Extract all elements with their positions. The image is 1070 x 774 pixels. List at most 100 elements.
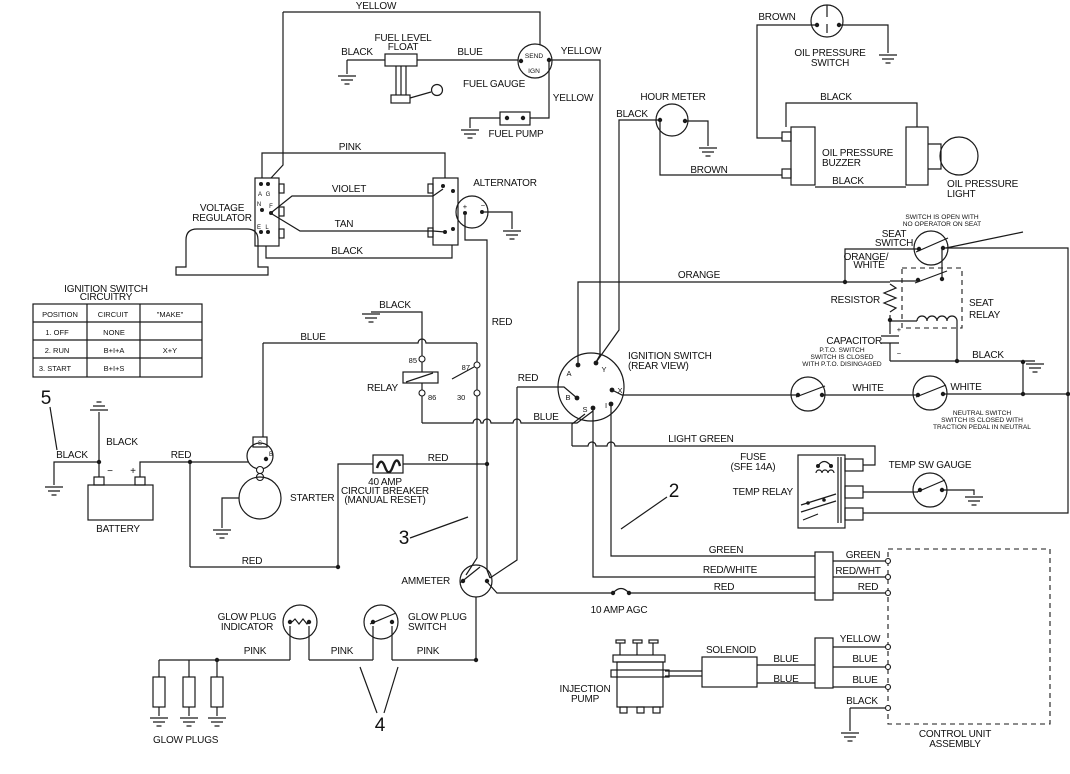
ignition-switch bbox=[557, 352, 625, 422]
label-reg-a: A bbox=[258, 192, 262, 198]
label-injection-2: PUMP bbox=[571, 694, 600, 705]
label-brown-ops: BROWN bbox=[758, 12, 795, 23]
label-ops-2: SWITCH bbox=[811, 58, 849, 69]
label-bat-minus: − bbox=[107, 466, 113, 477]
label-alternator: ALTERNATOR bbox=[473, 178, 537, 189]
oil-pressure-switch bbox=[810, 4, 844, 38]
pto-switch bbox=[790, 376, 826, 412]
label-seat-switch-2: SWITCH bbox=[875, 238, 913, 249]
table-cell: 1. OFF bbox=[45, 328, 69, 337]
label-neutral-1: NEUTRAL SWITCH bbox=[953, 410, 1012, 417]
label-red-bottom: RED bbox=[242, 556, 263, 567]
label-black-relay: BLACK bbox=[379, 300, 411, 311]
label-icc-1: IGNITION SWITCH bbox=[64, 284, 148, 295]
label-ammeter: AMMETER bbox=[401, 576, 450, 587]
table-cell: 3. START bbox=[39, 364, 72, 373]
temp-sw-gauge bbox=[912, 472, 948, 508]
label-glow-ind-1: GLOW PLUG bbox=[218, 612, 277, 623]
label-yellow-cu: YELLOW bbox=[840, 634, 881, 645]
label-alt-minus: − bbox=[481, 201, 486, 210]
injection-pump bbox=[610, 639, 702, 714]
label-light-green: LIGHT GREEN bbox=[668, 434, 733, 445]
label-light-2: LIGHT bbox=[947, 189, 976, 200]
label-pink-1: PINK bbox=[244, 646, 267, 657]
label-black-reg: BLACK bbox=[331, 246, 363, 257]
label-breaker-3: (MANUAL RESET) bbox=[344, 495, 425, 506]
seat-switch bbox=[913, 230, 949, 266]
table-cell: B+I+A bbox=[104, 346, 125, 355]
label-hour-meter: HOUR METER bbox=[640, 92, 705, 103]
ammeter bbox=[459, 564, 493, 598]
temp-relay bbox=[797, 454, 864, 529]
ground-symbols bbox=[44, 54, 1045, 742]
label-ign-switch-2: (REAR VIEW) bbox=[628, 361, 689, 372]
label-glow-sw-2: SWITCH bbox=[408, 622, 446, 633]
label-resistor: RESISTOR bbox=[831, 295, 880, 306]
label-fuel-gauge: FUEL GAUGE bbox=[463, 79, 526, 90]
label-starter-b: B bbox=[269, 452, 273, 458]
ignition-table-text: POSITION CIRCUIT "MAKE" 1. OFF NONE 2. R… bbox=[39, 310, 184, 373]
label-blue-float: BLUE bbox=[457, 47, 483, 58]
label-glow-sw-1: GLOW PLUG bbox=[408, 612, 467, 623]
label-control-unit-1: CONTROL UNIT bbox=[919, 729, 991, 740]
label-injection-1: INJECTION bbox=[560, 684, 611, 695]
battery bbox=[87, 476, 154, 521]
labels: YELLOW FUEL LEVEL FLOAT BLACK BLUE SEND … bbox=[39, 1, 1031, 750]
alternator bbox=[427, 177, 489, 246]
fuel-pump bbox=[499, 111, 531, 126]
label-black-buzz-bot: BLACK bbox=[832, 176, 864, 187]
glow-plug-switch bbox=[363, 604, 399, 640]
solenoid bbox=[701, 656, 758, 688]
label-light-1: OIL PRESSURE bbox=[947, 179, 1019, 190]
label-relay-30: 30 bbox=[457, 393, 465, 402]
agc-fuse bbox=[610, 590, 632, 596]
label-seat-relay-1: SEAT bbox=[969, 298, 994, 309]
label-capacitor: CAPACITOR bbox=[826, 336, 882, 347]
label-green-r: GREEN bbox=[846, 550, 881, 561]
label-cap-plus: + bbox=[897, 325, 902, 334]
label-bat-plus: + bbox=[130, 466, 136, 477]
oil-pressure-light bbox=[928, 136, 979, 176]
control-unit-assembly bbox=[884, 548, 1051, 725]
label-fuel-level-2: FLOAT bbox=[388, 42, 419, 53]
label-alt-plus: + bbox=[463, 202, 468, 211]
label-glow-plugs: GLOW PLUGS bbox=[153, 735, 219, 746]
label-reg-l: L bbox=[265, 225, 269, 231]
table-header-position: POSITION bbox=[42, 310, 78, 319]
label-neutral-3: TRACTION PEDAL IN NEUTRAL bbox=[933, 424, 1031, 431]
label-blue-ign: BLUE bbox=[533, 412, 559, 423]
label-reg-g: G bbox=[266, 192, 271, 198]
table-header-make: "MAKE" bbox=[157, 310, 184, 319]
label-blue1-r: BLUE bbox=[852, 654, 878, 665]
label-white-2: WHITE bbox=[950, 382, 982, 393]
label-redwhite-l: RED/WHITE bbox=[703, 565, 758, 576]
label-violet: VIOLET bbox=[332, 184, 366, 195]
label-neutral-2: SWITCH IS CLOSED WITH bbox=[941, 417, 1023, 424]
label-black-buzz-top: BLACK bbox=[820, 92, 852, 103]
label-breaker-2: CIRCUIT BREAKER bbox=[341, 486, 429, 497]
label-orange-white-1: ORANGE/ bbox=[844, 252, 889, 263]
label-red-l: RED bbox=[714, 582, 735, 593]
label-red-bat: RED bbox=[171, 450, 192, 461]
label-relay-86: 86 bbox=[428, 393, 436, 402]
label-reg-n: N bbox=[257, 202, 261, 208]
label-black-hour: BLACK bbox=[616, 109, 648, 120]
label-red-breaker: RED bbox=[428, 453, 449, 464]
label-red-b: RED bbox=[518, 373, 539, 384]
callout-5: 5 bbox=[41, 388, 52, 409]
table-header-circuit: CIRCUIT bbox=[98, 310, 129, 319]
label-tan: TAN bbox=[335, 219, 354, 230]
label-fuel-level-1: FUEL LEVEL bbox=[374, 33, 432, 44]
wires bbox=[49, 11, 1069, 731]
starter bbox=[238, 436, 282, 520]
junction-dots bbox=[96, 279, 1070, 663]
label-relay: RELAY bbox=[367, 383, 399, 394]
label-brown-buzz: BROWN bbox=[690, 165, 727, 176]
label-breaker-1: 40 AMP bbox=[368, 477, 402, 488]
label-term-i: I bbox=[605, 401, 607, 410]
label-redwht-r: RED/WHT bbox=[835, 566, 880, 577]
label-reg-f: F bbox=[269, 204, 273, 210]
label-seat-switch-1: SEAT bbox=[882, 229, 907, 240]
label-vr-2: REGULATOR bbox=[192, 213, 252, 224]
